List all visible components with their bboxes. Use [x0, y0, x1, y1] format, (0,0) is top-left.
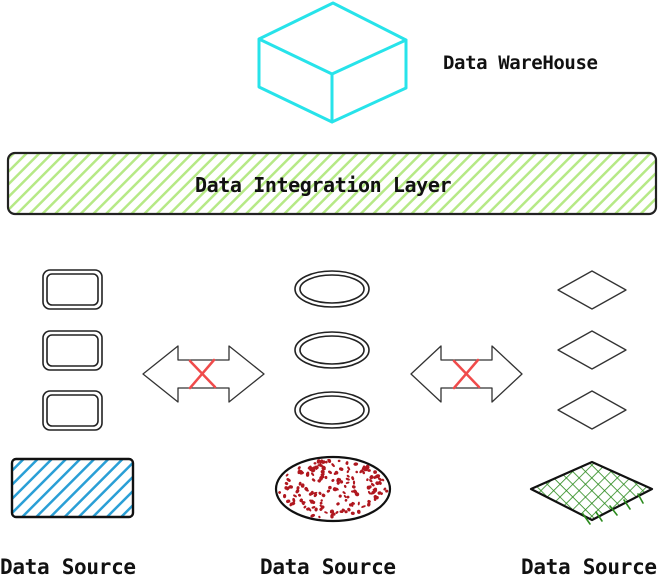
integration-layer	[6, 151, 658, 216]
data-source-label: Data Source	[0, 555, 136, 579]
integration-layer-label: Data Integration Layer	[195, 173, 452, 197]
data-source-label: Data Source	[521, 555, 657, 579]
double-arrow-icon	[142, 345, 265, 403]
diamond-icon	[557, 270, 627, 310]
source-stack-middle	[294, 270, 370, 429]
dotted-ellipse-icon	[274, 455, 392, 523]
rounded-rectangle-icon	[42, 330, 103, 371]
warehouse-label: Data WareHouse	[443, 52, 598, 74]
rounded-rectangle-icon	[42, 269, 103, 310]
diamond-icon	[557, 390, 627, 430]
ellipse-icon	[294, 391, 370, 429]
rounded-rectangle-icon	[42, 390, 103, 431]
diamond-icon	[557, 330, 627, 370]
cube-icon	[257, 1, 408, 124]
crosshatched-diamond-icon	[529, 460, 654, 525]
ellipse-icon	[294, 270, 370, 308]
cross-icon	[188, 358, 217, 390]
double-arrow-icon	[410, 345, 523, 403]
source-stack-left	[42, 269, 103, 431]
hatched-rectangle-icon	[10, 457, 135, 519]
source-stack-right	[557, 270, 627, 430]
ellipse-icon	[294, 331, 370, 369]
data-source-label: Data Source	[260, 555, 396, 579]
cross-icon	[452, 358, 481, 390]
